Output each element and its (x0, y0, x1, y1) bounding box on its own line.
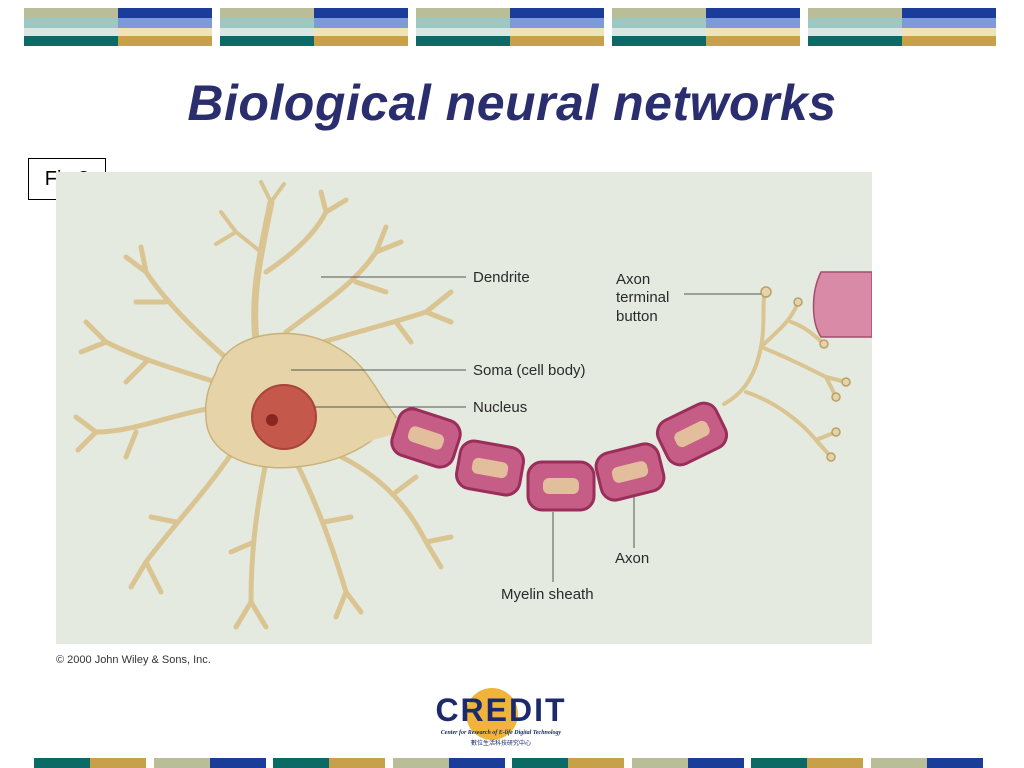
bottom-decorative-band (34, 758, 984, 768)
dendrites (73, 180, 454, 630)
top-band-block (808, 8, 996, 46)
label-axon-terminal-line2: terminal (616, 289, 669, 306)
bottom-band-block (512, 758, 624, 768)
logo-subtitle: Center for Research of E-life Digital Te… (440, 730, 562, 736)
top-band-block (416, 8, 604, 46)
logo-chinese-name: 數位生活科技研究中心 (470, 740, 531, 747)
neuron-illustration: Dendrite Axon terminal button Soma (cell… (56, 172, 872, 644)
label-soma: Soma (cell body) (473, 362, 586, 379)
bottom-band-block (871, 758, 983, 768)
nucleus (251, 384, 317, 450)
axon-hillock (351, 377, 396, 450)
bottom-band-block (393, 758, 505, 768)
leader-lines (291, 276, 761, 582)
top-band-block (220, 8, 408, 46)
credit-logo: CREDIT Center for Research of E-life Dig… (420, 688, 582, 750)
label-nucleus: Nucleus (473, 399, 527, 416)
bottom-band-block (632, 758, 744, 768)
nucleolus (266, 414, 278, 426)
top-band-block (24, 8, 212, 46)
label-axon-terminal-line3: button (616, 308, 658, 325)
bottom-band-block (751, 758, 863, 768)
neuron-diagram: Dendrite Axon terminal button Soma (cell… (56, 172, 872, 644)
label-myelin-sheath: Myelin sheath (501, 586, 594, 603)
top-decorative-band (24, 8, 998, 46)
bottom-band-block (154, 758, 266, 768)
label-axon: Axon (615, 550, 649, 567)
copyright-notice: © 2000 John Wiley & Sons, Inc. (56, 654, 211, 666)
top-band-block (612, 8, 800, 46)
logo-orange-circle (466, 688, 518, 740)
target-cell (812, 271, 872, 338)
label-dendrite: Dendrite (473, 269, 530, 286)
myelin-segments (390, 401, 729, 512)
label-axon-terminal-line1: Axon (616, 271, 650, 288)
slide-title: Biological neural networks (187, 75, 837, 131)
bottom-band-block (273, 758, 385, 768)
terminal-buttons (760, 286, 851, 462)
diagram-background (56, 172, 872, 644)
axon-core (407, 420, 710, 494)
bottom-band-block (34, 758, 146, 768)
logo-wordmark: CREDIT (435, 692, 567, 728)
